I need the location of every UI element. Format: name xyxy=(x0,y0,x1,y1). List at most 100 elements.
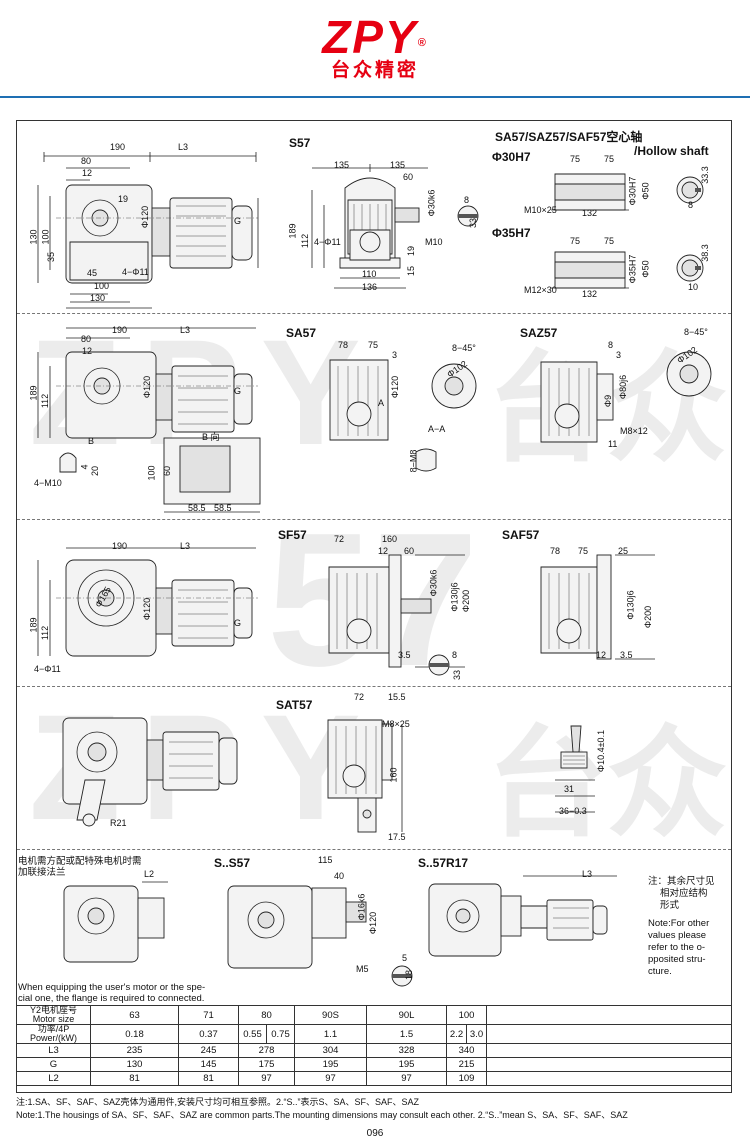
dim-4phi11: 4−Φ11 xyxy=(122,267,149,277)
table-cell: 0.37 xyxy=(178,1024,239,1044)
sat57-side-72: 72 xyxy=(354,692,365,702)
dim-phi120: Φ120 xyxy=(140,205,151,229)
sat57-side-m8x25: M8×25 xyxy=(382,719,410,729)
sa57-view-b: B xyxy=(88,436,95,446)
hollow2-m12x30: M12×30 xyxy=(524,285,557,295)
saz57-phi9: Φ9 xyxy=(603,394,614,408)
hollow2-phi35h7: Φ35H7 xyxy=(627,254,638,284)
table-cell: 340 xyxy=(446,1043,487,1058)
table-row-label: L2 xyxy=(16,1071,91,1086)
table-cell: 81 xyxy=(178,1071,239,1086)
sa57-dim-l3: L3 xyxy=(180,325,191,335)
hollow2-38-3: 38.3 xyxy=(699,244,710,262)
saz57-side-drawing xyxy=(540,351,712,443)
saz57-8-45: 8−45° xyxy=(684,327,708,337)
s-s57-115: 115 xyxy=(318,855,333,865)
sf57-front-drawing xyxy=(37,547,258,657)
table-row: L3 235 245 278 304 328 340 xyxy=(16,1043,732,1058)
dim-130: 130 xyxy=(28,229,39,245)
hollow1-m10x25: M10×25 xyxy=(524,205,557,215)
brand-name: ZPY xyxy=(322,11,418,63)
saz57-11: 11 xyxy=(608,439,618,449)
section-title-sf57: SF57 xyxy=(278,528,307,542)
flange-drawing xyxy=(63,881,168,963)
table-row-label: L3 xyxy=(16,1043,91,1058)
side-note-en-2: values please xyxy=(648,930,707,941)
sf57-side-phi30k6: Φ30k6 xyxy=(428,569,439,597)
sa57-dim-100: 100 xyxy=(146,465,157,481)
sat57-side-17-5: 17.5 xyxy=(388,832,406,842)
hollow1-phi50: Φ50 xyxy=(640,182,651,200)
sf57-dim-190: 190 xyxy=(112,541,128,551)
s-57r17-l3: L3 xyxy=(582,869,593,879)
sf57-side-12: 12 xyxy=(378,546,389,556)
dim-100: 100 xyxy=(40,229,51,245)
hollow2-10: 10 xyxy=(688,282,699,292)
sa57-dim-58-5a: 58.5 xyxy=(188,503,206,513)
table-cell: 97 xyxy=(366,1071,447,1086)
hollow1-33-3: 33.3 xyxy=(699,166,710,184)
hollow1-132: 132 xyxy=(582,208,598,218)
sat57-r21: R21 xyxy=(110,818,127,828)
flange-note-en-1: When equipping the user's motor or the s… xyxy=(18,982,206,993)
section-title-saf57: SAF57 xyxy=(502,528,540,542)
table-cell: 2.2 xyxy=(446,1024,467,1044)
sa57-side-phi120: Φ120 xyxy=(390,375,401,399)
table-cell xyxy=(486,1005,732,1025)
saf57-12: 12 xyxy=(596,650,607,660)
table-cell: 97 xyxy=(238,1071,295,1086)
side-note-en-4: pposited stru- xyxy=(648,954,706,965)
section-separator xyxy=(17,686,731,687)
hollow2-phi50: Φ50 xyxy=(640,260,651,278)
side-note-cn-2: 相对应结构 xyxy=(660,888,708,899)
sat57-side-drawing xyxy=(327,719,403,833)
section-separator xyxy=(17,849,731,850)
sf57-side-phi200: Φ200 xyxy=(461,589,472,613)
saf57-78: 78 xyxy=(550,546,561,556)
sf57-side-8: 8 xyxy=(452,650,458,660)
sa57-dim-112: 112 xyxy=(40,393,51,409)
table-cell xyxy=(486,1057,732,1072)
saz57-8: 8 xyxy=(608,340,614,350)
sa57-side-drawing xyxy=(329,359,477,472)
sat57-side-15-5: 15.5 xyxy=(388,692,406,702)
s-s57-18: 18 xyxy=(404,969,415,981)
s-57r17-drawing xyxy=(428,875,617,957)
table-cell: 71 xyxy=(178,1005,239,1025)
dim-110: 110 xyxy=(362,269,377,279)
sf57-side-60: 60 xyxy=(404,546,415,556)
sat57-31: 31 xyxy=(564,784,575,794)
dim-12: 12 xyxy=(82,168,93,178)
section-separator xyxy=(17,519,731,520)
sf57-side-33: 33 xyxy=(452,669,463,681)
saf57-25: 25 xyxy=(618,546,629,556)
section-title-s-57r17: S..57R17 xyxy=(418,856,469,870)
table-cell: 304 xyxy=(294,1043,367,1058)
hollow1-phi30h7: Φ30H7 xyxy=(627,176,638,206)
dim-112: 112 xyxy=(300,233,311,249)
dim-45: 45 xyxy=(87,268,98,278)
table-cell xyxy=(486,1043,732,1058)
hollow1-75a: 75 xyxy=(570,154,581,164)
sa57-dim-g: G xyxy=(234,386,242,396)
saz57-phi80j6: Φ80j6 xyxy=(618,374,629,400)
hollow2-75a: 75 xyxy=(570,236,581,246)
dim-l3: L3 xyxy=(178,142,189,152)
dim-136: 136 xyxy=(362,282,378,292)
dim-189: 189 xyxy=(287,223,298,239)
table-row: G 130 145 175 195 195 215 xyxy=(16,1057,732,1072)
footnote-cn: 注:1.SA、SF、SAF、SAZ壳体为通用件,安装尺寸均可相互参照。2.“S.… xyxy=(16,1097,420,1107)
table-cell: 0.75 xyxy=(266,1024,295,1044)
dim-100b: 100 xyxy=(94,281,110,291)
sf57-side-3-5: 3.5 xyxy=(398,650,411,660)
dim-33: 33 xyxy=(468,217,479,229)
sa57-dim-12: 12 xyxy=(82,346,93,356)
sf57-dim-112: 112 xyxy=(40,625,51,641)
table-cell: 1.1 xyxy=(294,1024,367,1044)
table-cell: 130 xyxy=(90,1057,179,1072)
saf57-phi200: Φ200 xyxy=(643,605,654,629)
side-note-en-5: cture. xyxy=(648,966,672,977)
section-title-sat57: SAT57 xyxy=(276,698,313,712)
